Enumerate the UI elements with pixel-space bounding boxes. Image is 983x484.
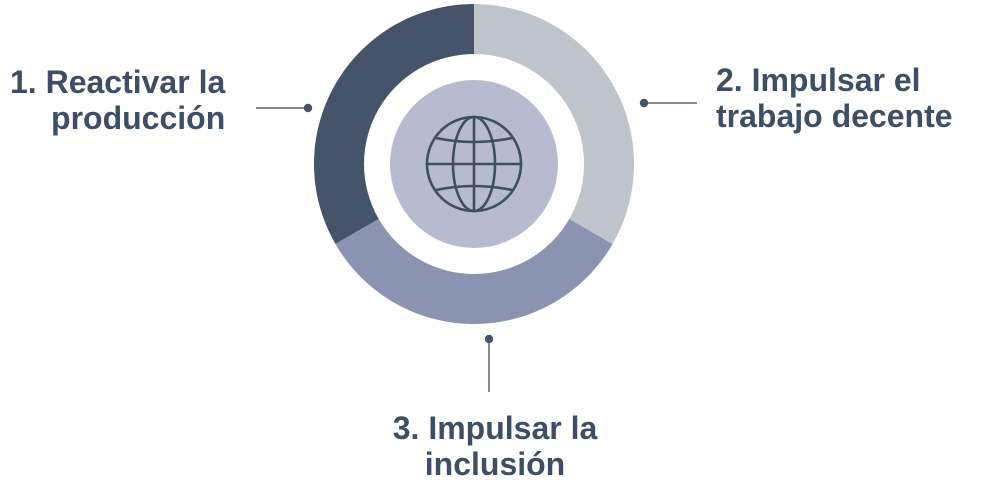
label-2-line1: 2. Impulsar el [716,62,921,98]
label-1-line1: 1. Reactivar la [10,64,226,100]
label-2-line2: trabajo decente [716,98,953,134]
segment-2-arc [474,4,635,244]
connector-1 [256,103,313,113]
globe-icon [425,115,523,213]
label-1: 1. Reactivar la producción [10,64,225,136]
label-2: 2. Impulsar el trabajo decente [716,62,953,134]
connector-3 [484,334,494,392]
label-3-line1: 3. Impulsar la [392,410,598,446]
connector-2 [639,98,697,108]
label-3: 3. Impulsar la inclusión [380,410,610,482]
segment-3-arc [335,219,613,324]
segment-1-arc [314,4,474,244]
label-1-line2: producción [51,100,226,136]
label-3-line2: inclusión [424,446,566,482]
